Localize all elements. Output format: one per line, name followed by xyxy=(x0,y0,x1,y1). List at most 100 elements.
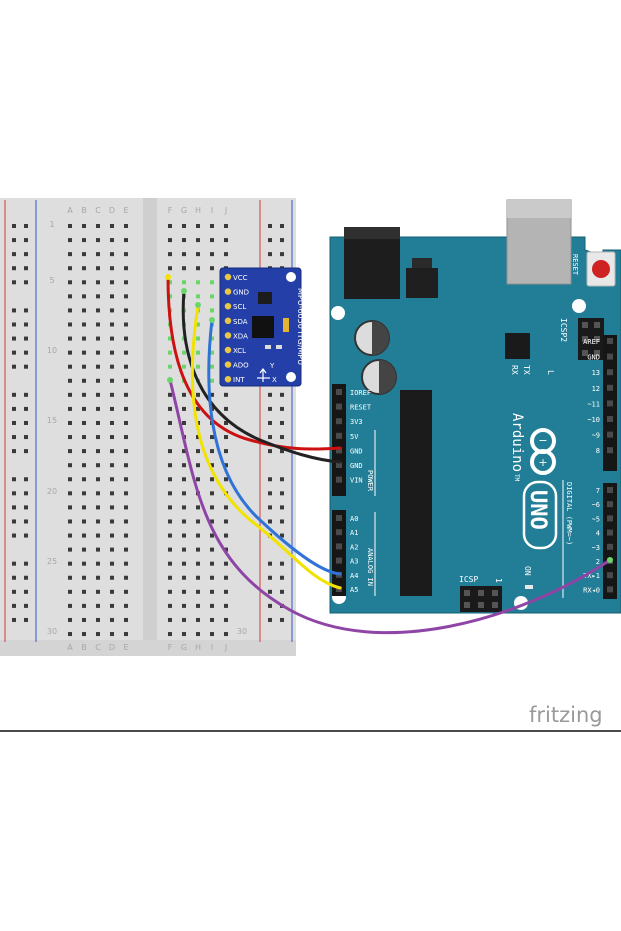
breadboard-hole xyxy=(210,308,214,313)
breadboard-hole xyxy=(168,519,172,524)
digital-pin-label: 8 xyxy=(596,447,600,455)
digital-pin-label: 7 xyxy=(596,487,600,495)
breadboard-hole xyxy=(110,224,114,228)
breadboard-hole xyxy=(124,617,128,622)
breadboard-hole xyxy=(168,336,172,341)
svg-text:+: + xyxy=(538,456,547,469)
col-letter: J xyxy=(224,643,227,652)
breadboard-hole xyxy=(82,463,86,468)
breadboard-hole xyxy=(82,336,86,341)
analog-pin-label: A1 xyxy=(350,529,358,537)
breadboard-hole xyxy=(124,449,128,454)
breadboard-hole xyxy=(224,392,228,397)
breadboard-hole xyxy=(110,406,114,411)
module-pin xyxy=(223,359,233,370)
rail-hole xyxy=(24,364,28,369)
digital-pin-label: AREF xyxy=(583,338,600,346)
breadboard-hole xyxy=(68,477,72,482)
breadboard-hole xyxy=(124,561,128,566)
breadboard-hole xyxy=(68,519,72,524)
rail-hole xyxy=(12,238,16,243)
breadboard-hole xyxy=(96,350,100,355)
analog-pin-label: A5 xyxy=(350,586,358,594)
breadboard-hole xyxy=(68,322,72,327)
icsp-label: ICSP xyxy=(459,575,478,584)
breadboard-hole xyxy=(68,533,72,538)
breadboard-hole xyxy=(110,632,114,637)
breadboard-hole xyxy=(210,280,214,285)
breadboard-hole xyxy=(110,575,114,580)
breadboard-hole xyxy=(124,364,128,369)
breadboard-hole xyxy=(82,449,86,454)
digital-header-bottom xyxy=(603,483,617,599)
analog-pin-label: A3 xyxy=(350,558,358,566)
breadboard-hole xyxy=(182,561,186,566)
breadboard-hole xyxy=(168,364,172,369)
rail-hole xyxy=(12,519,16,524)
breadboard-hole xyxy=(96,322,100,327)
header-pin xyxy=(607,400,613,407)
header-pin xyxy=(336,543,342,550)
power-pin-label: 3V3 xyxy=(350,418,363,426)
breadboard-hole xyxy=(82,224,86,228)
breadboard-column-letters-bottom: A B C D E F G H I J xyxy=(67,643,227,652)
rail-hole xyxy=(280,420,284,425)
breadboard-hole xyxy=(96,603,100,608)
breadboard-hole xyxy=(196,435,200,440)
voltage-regulator xyxy=(406,268,438,298)
breadboard-hole xyxy=(182,617,186,622)
breadboard-hole xyxy=(210,266,214,271)
breadboard-hole xyxy=(196,477,200,482)
digital-pin-label: TX▸1 xyxy=(583,572,600,580)
rail-hole xyxy=(12,406,16,411)
breadboard-hole xyxy=(110,322,114,327)
breadboard-hole xyxy=(210,617,214,622)
icsp-pin1-label: 1 xyxy=(494,578,503,583)
breadboard-hole xyxy=(110,449,114,454)
breadboard-hole xyxy=(168,294,172,299)
digital-pin-label: 2 xyxy=(596,558,600,566)
breadboard-hole xyxy=(82,392,86,397)
rail-hole xyxy=(24,519,28,524)
breadboard-hole xyxy=(196,519,200,524)
breadboard-hole xyxy=(124,463,128,468)
rail-hole xyxy=(268,477,272,482)
col-letter: D xyxy=(109,643,115,652)
breadboard-hole xyxy=(96,308,100,313)
breadboard-hole xyxy=(96,575,100,580)
rail-hole xyxy=(24,392,28,397)
rail-hole xyxy=(280,252,284,257)
breadboard-hole xyxy=(210,238,214,243)
col-letter: A xyxy=(67,206,73,215)
breadboard-hole xyxy=(196,547,200,552)
breadboard-hole xyxy=(182,449,186,454)
l-led-label: L xyxy=(546,370,555,375)
rail-hole xyxy=(24,589,28,594)
header-pin xyxy=(336,418,342,425)
breadboard-hole xyxy=(182,350,186,355)
breadboard-hole xyxy=(68,224,72,228)
rail-hole xyxy=(268,589,272,594)
rail-hole xyxy=(12,477,16,482)
axis-y-label: Y xyxy=(269,362,275,370)
rail-hole xyxy=(12,280,16,285)
breadboard-hole xyxy=(168,266,172,271)
digital-pin-label: 12 xyxy=(592,385,600,393)
breadboard-hole xyxy=(196,463,200,468)
power-pin-label: RESET xyxy=(350,404,372,412)
rail-hole xyxy=(12,420,16,425)
breadboard-hole xyxy=(168,224,172,228)
rail-hole xyxy=(280,491,284,496)
breadboard-hole xyxy=(124,266,128,271)
row-number: 10 xyxy=(47,346,57,355)
breadboard-hole xyxy=(124,420,128,425)
breadboard-hole xyxy=(210,350,214,355)
axis-arrows-icon xyxy=(257,368,270,382)
header-pin xyxy=(336,432,342,439)
module-pin-label: GND xyxy=(233,289,249,297)
breadboard-hole xyxy=(168,547,172,552)
breadboard-hole xyxy=(124,547,128,552)
breadboard-hole xyxy=(110,308,114,313)
rail-hole xyxy=(268,617,272,622)
